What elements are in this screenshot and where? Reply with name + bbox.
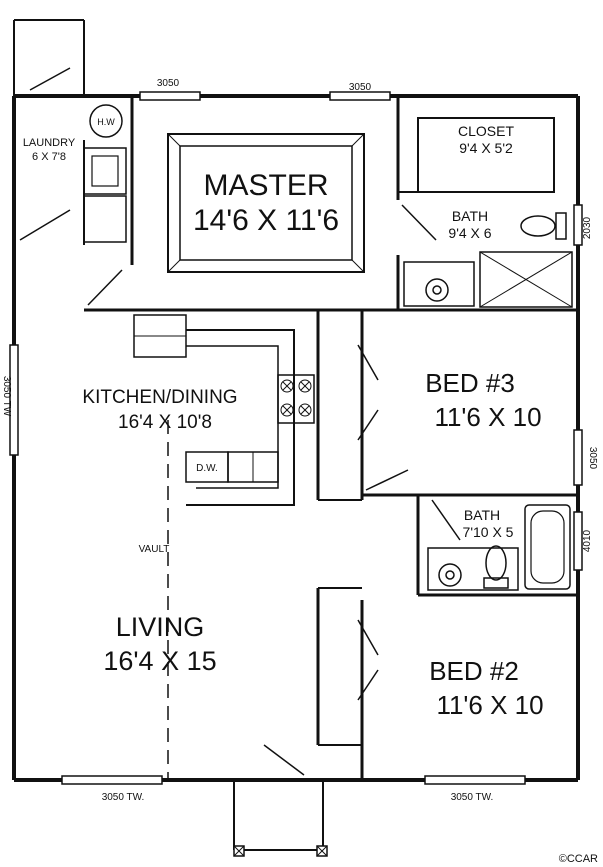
- closet-size: 9'4 X 5'2: [459, 140, 513, 156]
- bath2-size: 7'10 X 5: [463, 524, 514, 540]
- bath2-name: BATH: [464, 507, 500, 523]
- water-heater-label: H.W: [97, 117, 115, 127]
- interior-walls: [83, 96, 578, 780]
- living-name: LIVING: [116, 612, 205, 642]
- windows: [9, 91, 583, 785]
- water-heater-icon: [89, 104, 123, 138]
- window-label: 4010: [582, 529, 593, 552]
- master-name: MASTER: [203, 169, 328, 202]
- living-size: 16'4 X 15: [103, 646, 216, 676]
- kitchen-size: 16'4 X 10'8: [118, 412, 212, 433]
- vault-label: VAULT: [139, 544, 170, 555]
- window-label: 3050 TW.: [102, 792, 145, 803]
- doors: [19, 204, 461, 776]
- master-tray-ceiling: [167, 133, 365, 273]
- window-label: 3050 TW: [1, 376, 12, 417]
- front-stoop: [233, 780, 328, 857]
- kitchen-counter: [133, 314, 315, 506]
- toilet-icon: [483, 545, 509, 589]
- window-label: 3050: [157, 78, 180, 89]
- toilet-icon: [520, 212, 567, 240]
- master-bath-name: BATH: [452, 208, 488, 224]
- window-label: 3050 TW.: [451, 792, 494, 803]
- kitchen-name: KITCHEN/DINING: [82, 387, 237, 408]
- sink-icon: [425, 278, 449, 302]
- master-bath-size: 9'4 X 6: [448, 225, 491, 241]
- window-label: 2030: [582, 216, 593, 239]
- window-label: 3050: [349, 82, 372, 93]
- watermark: ©CCAR: [559, 853, 598, 865]
- bed3-name: BED #3: [425, 368, 515, 398]
- dishwasher-label: D.W.: [196, 463, 218, 474]
- master-size: 14'6 X 11'6: [193, 204, 339, 237]
- window-label: 3050: [587, 447, 598, 470]
- laundry-name: LAUNDRY: [23, 137, 76, 149]
- bed2-size: 11'6 X 10: [436, 690, 543, 720]
- bed3-size: 11'6 X 10: [434, 402, 541, 432]
- bed2-name: BED #2: [429, 656, 519, 686]
- closet-name: CLOSET: [458, 123, 514, 139]
- rear-porch: [13, 19, 85, 96]
- laundry-size: 6 X 7'8: [32, 151, 66, 163]
- sink-icon: [438, 563, 462, 587]
